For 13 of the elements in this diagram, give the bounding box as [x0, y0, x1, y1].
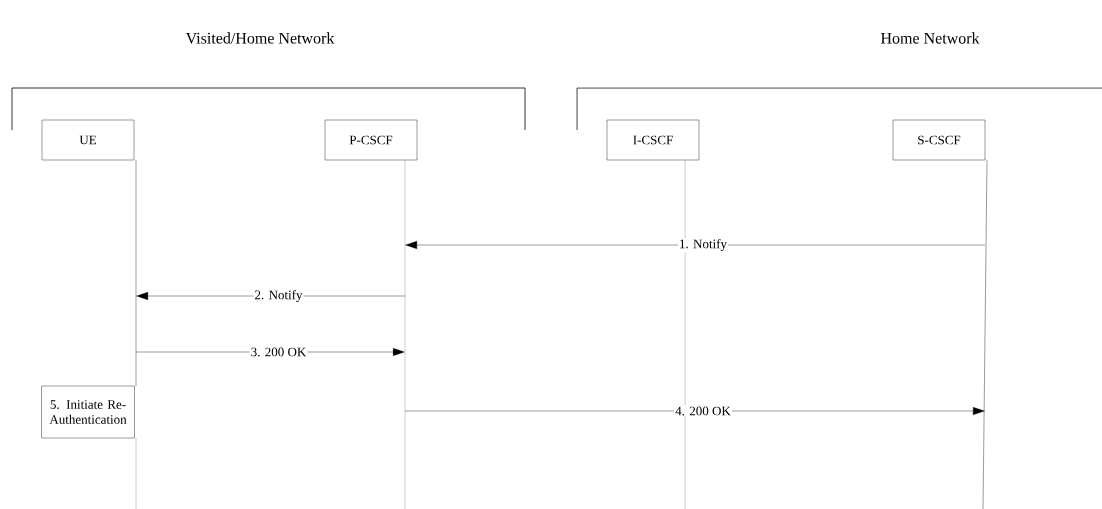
edge-label: 4. 200 OK: [675, 406, 731, 416]
group-heading: Home Network: [880, 32, 980, 44]
edge-label: 3. 200 OK: [251, 347, 307, 357]
participant-box: S-CSCF: [892, 119, 986, 161]
participant-box: I-CSCF: [606, 119, 700, 161]
edge-label: 2. Notify: [255, 290, 303, 302]
arrow: [405, 241, 986, 249]
arrow: [404, 407, 985, 415]
participant-box: UE: [41, 119, 135, 161]
participant-box: P-CSCF: [324, 119, 418, 161]
edge-label: 1. Notify: [680, 239, 727, 251]
participant-box: 5. Initiate Re-Authentication: [41, 385, 135, 439]
group-heading: Visited/Home Network: [185, 32, 335, 44]
